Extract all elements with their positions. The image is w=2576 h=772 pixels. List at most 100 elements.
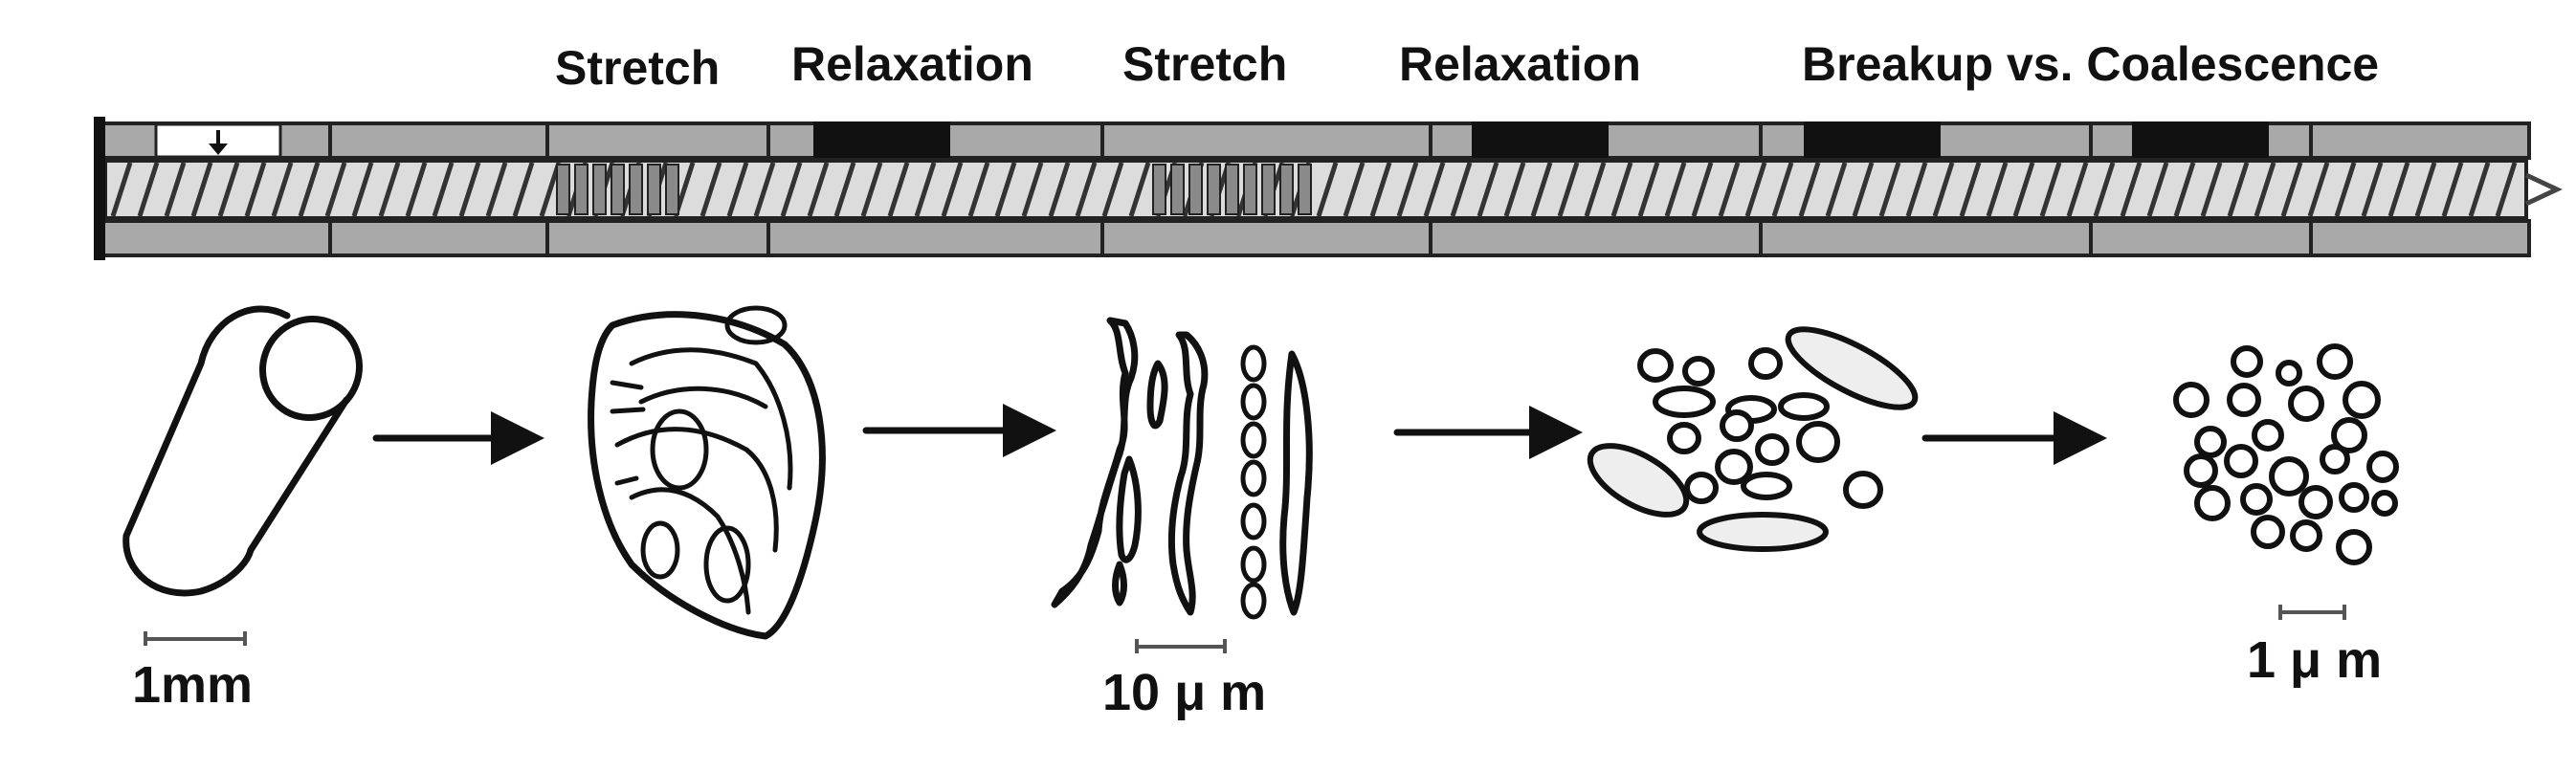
screw-flight [110,162,133,217]
kneading-disc [1170,164,1185,215]
screw-flight [1744,162,1767,217]
kneading-disc [1225,164,1239,215]
pellet-sketch [122,305,364,597]
stage-label-breakup: Breakup vs. Coalescence [1802,37,2379,91]
screw-flight [753,162,776,217]
screw-flight [1075,162,1098,217]
screw-flight [1423,162,1446,217]
screw-flight [1637,162,1660,217]
screw-flight [351,162,374,217]
screw-flight [1905,162,1928,217]
kneading-disc [629,164,643,215]
screw-flight [458,162,481,217]
stage-label-relaxation-1: Relaxation [791,37,1033,91]
kneading-disc [1298,164,1312,215]
screw-flight [1369,162,1392,217]
stage-label-stretch-2: Stretch [1122,37,1287,91]
kneading-disc [611,164,625,215]
screw-flight [298,162,321,217]
fine-droplets-sketch [2173,343,2399,565]
stage-label-relaxation-2: Relaxation [1399,37,1641,91]
screw-flight [217,162,240,217]
screw-flight [1771,162,1794,217]
barrel-top-segments [328,123,2313,158]
screw-flight [1128,162,1151,217]
kneading-disc [665,164,679,215]
screw-flight [1450,162,1473,217]
pellet-end-cap [258,315,364,422]
screw-flight [2334,162,2357,217]
screw-flight [1503,162,1526,217]
screw-flight [190,162,213,217]
chevron-right-icon [2524,172,2563,207]
screw-flight [2066,162,2089,217]
screw-flight [2200,162,2223,217]
screw-flight [485,162,508,217]
kneading-disc [1207,164,1221,215]
kneading-disc [574,164,588,215]
screw-flight [2254,162,2276,217]
screw-flight [1101,162,1124,217]
kneading-disc [1261,164,1276,215]
kneading-block-1 [813,121,950,158]
screw-flight [914,162,937,217]
kneading-disc [1279,164,1294,215]
screw-flight [2120,162,2143,217]
screw-flight [1610,162,1633,217]
screw-flight [2361,162,2384,217]
down-arrow-icon [209,130,228,155]
screw-flight [2093,162,2116,217]
extruder [94,117,2563,260]
kneading-disc [1243,164,1257,215]
scale-label-filaments: 10 μ m [1102,664,1266,721]
screw-flight [1021,162,1044,217]
scale-bar-filaments: 10 μ m [1102,639,1266,721]
screw-flight [2387,162,2410,217]
screw-flight [378,162,401,217]
kneading-disc [592,164,607,215]
screw-flight [2441,162,2464,217]
scale-bar-pellet: 1mm [132,631,253,714]
screw-flight [887,162,910,217]
barrel-bottom-segments [328,221,2313,255]
droplets-sketch [1587,326,1919,552]
screw-flight [1932,162,1955,217]
kneading-disc [1188,164,1203,215]
deformed-pellet-sketch [588,305,826,640]
scale-bar-droplets: 1 μ m [2247,605,2382,689]
screw-kneading-zone-1 [556,164,679,215]
screw-flight [726,162,749,217]
kneading-block-4 [2132,121,2269,158]
screw-flight [1878,162,1901,217]
screw-flight [432,162,455,217]
screw-flight [1664,162,1687,217]
screw-flight [1959,162,1982,217]
screw-flight [271,162,294,217]
screw-flight [1477,162,1499,217]
screw-flight [2039,162,2062,217]
screw-flight [324,162,347,217]
screw-flight [967,162,990,217]
drive-end-plate [94,117,105,260]
screw-flight [1691,162,1714,217]
stage-label-stretch-1: Stretch [555,41,720,95]
filaments-sketch [1051,317,1313,620]
screw-flight [1316,162,1339,217]
scale-label-droplets: 1 μ m [2247,631,2382,689]
kneading-disc [647,164,661,215]
kneading-block-2 [1472,121,1609,158]
screw-flight [2280,162,2303,217]
screw-flight [1986,162,2009,217]
screw-flight [137,162,160,217]
kneading-disc [1152,164,1166,215]
barrel-bottom [97,219,2531,257]
screw-flight [807,162,830,217]
screw-flight [860,162,883,217]
screw-flight [1852,162,1875,217]
screw-flight [1584,162,1607,217]
screw-flight [833,162,856,217]
screw-flight [700,162,722,217]
screw-flight [1396,162,1419,217]
screw-flight [405,162,428,217]
